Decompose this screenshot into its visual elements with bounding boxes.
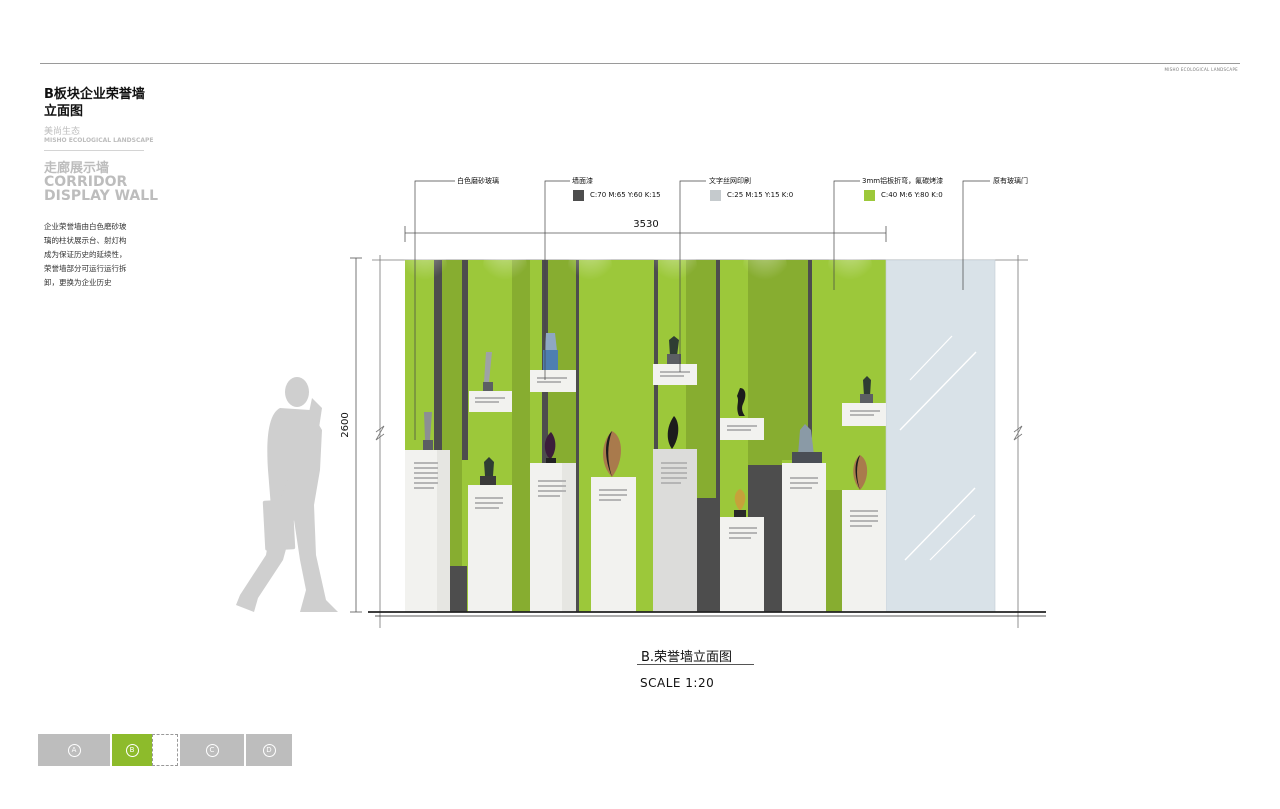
description-line: 卸，更换为企业历史	[44, 278, 112, 287]
section-title-en-line1: CORRIDOR	[44, 174, 128, 190]
width-dimension-label: 3530	[633, 219, 658, 230]
trophy-icon	[423, 333, 873, 517]
section-nav: A B C D	[38, 734, 292, 766]
description-line: 企业荣誉墙由白色磨砂玻	[44, 222, 127, 231]
gray-wall-block	[697, 498, 720, 612]
brand-name-cn: 美尚生态	[44, 127, 81, 137]
break-mark-right	[1013, 425, 1023, 441]
dark-green-strip	[512, 260, 530, 612]
caption-underline	[637, 664, 754, 665]
section-title-cn: 走廊展示墙	[44, 161, 110, 176]
color-code: C:25 M:15 Y:15 K:0	[727, 191, 794, 199]
section-title-en-line2: DISPLAY WALL	[44, 188, 159, 204]
wall-gap	[434, 260, 442, 452]
gray-wall-block	[450, 566, 467, 612]
annotation-label: 原有玻璃门	[993, 177, 1028, 185]
color-swatch-wall-paint	[573, 190, 584, 201]
nav-tab-letter: B	[125, 743, 139, 757]
page-title: B板块企业荣誉墙	[44, 87, 145, 102]
description-line: 璃的柱状展示台、射灯构	[44, 236, 127, 245]
annotation-label: 墙面漆	[572, 177, 593, 185]
color-swatch-aluminum-panel	[864, 190, 875, 201]
color-code: C:40 M:6 Y:80 K:0	[881, 191, 943, 199]
wall-gap	[716, 260, 720, 500]
annotation-label: 白色磨砂玻璃	[457, 177, 499, 185]
printed-text-blocks	[414, 371, 880, 539]
annotation-leaders	[414, 180, 990, 440]
person-silhouette-icon	[236, 377, 338, 612]
description-line: 成为保证历史的延续性，	[44, 250, 127, 259]
break-mark-left	[375, 425, 385, 441]
nav-tab-d[interactable]: D	[246, 734, 292, 766]
color-swatch-screen-print	[710, 190, 721, 201]
drawing-caption: B.荣誉墙立面图	[641, 650, 733, 665]
brand-name-en: MISHO ECOLOGICAL LANDSCAPE	[44, 137, 154, 144]
width-dimension	[404, 226, 887, 242]
nav-tab-a[interactable]: A	[38, 734, 110, 766]
top-rule	[40, 63, 1240, 64]
nav-tab-b[interactable]: B	[112, 734, 152, 766]
wall-gap	[576, 260, 579, 612]
wall-gap	[462, 260, 468, 460]
nav-tab-letter: D	[262, 743, 276, 757]
height-dimension	[350, 257, 362, 613]
height-dimension-label: 2600	[340, 412, 351, 437]
plinths	[405, 449, 886, 612]
nav-tab-letter: C	[205, 743, 219, 757]
spotlights	[403, 238, 872, 298]
sidebar-divider	[44, 150, 144, 151]
description-line: 荣誉墙部分可运行运行拆	[44, 264, 127, 273]
header-brand-small: MISHO ECOLOGICAL LANDSCAPE	[1164, 67, 1238, 72]
page-subtitle: 立面图	[44, 104, 84, 119]
color-code: C:70 M:65 Y:60 K:15	[590, 191, 661, 199]
annotation-label: 文字丝网印刷	[709, 177, 751, 185]
annotation-label: 3mm铝板折弯，氟碳烤漆	[862, 177, 944, 185]
drawing-scale: SCALE 1:20	[640, 676, 715, 690]
nav-tab-c[interactable]: C	[180, 734, 244, 766]
nav-tab-placeholder	[152, 734, 178, 766]
dark-green-strip	[826, 490, 842, 612]
glass-door	[885, 259, 996, 613]
nav-tab-letter: A	[67, 743, 81, 757]
wall-gap	[654, 260, 658, 612]
